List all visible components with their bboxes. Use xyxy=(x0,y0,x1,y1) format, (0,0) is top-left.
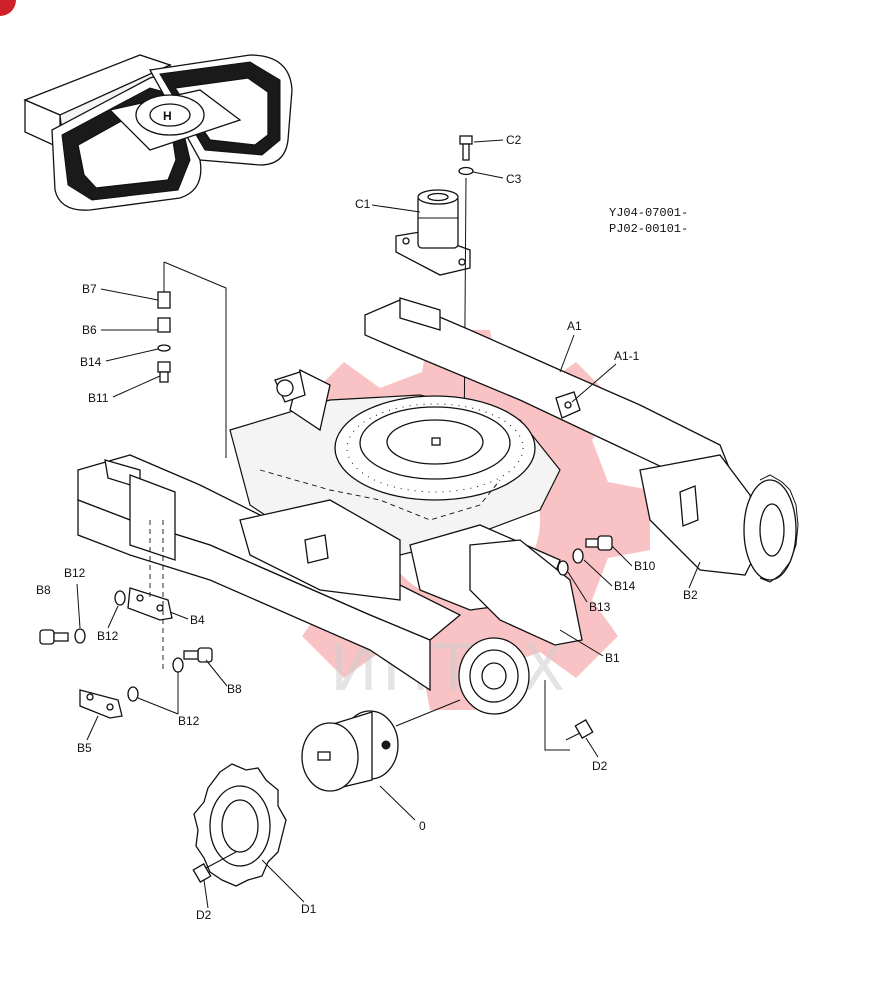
final-drive-housing xyxy=(458,637,530,715)
label-a1-1: A1-1 xyxy=(614,349,640,363)
label-d1: D1 xyxy=(301,902,317,916)
bolt-b8-mid xyxy=(183,647,213,663)
label-b7: B7 xyxy=(82,282,97,296)
cover-b1 xyxy=(469,539,583,646)
swivel-joint xyxy=(395,189,471,276)
bracket-a1-1 xyxy=(555,391,581,419)
upper-hardware-stack xyxy=(157,291,171,383)
small-bracket xyxy=(304,534,329,564)
washer-b13 xyxy=(557,560,569,576)
label-b5: B5 xyxy=(77,741,92,755)
washer-b12-mid xyxy=(114,590,126,606)
bolt-b8-left xyxy=(39,629,69,645)
label-b14-right: B14 xyxy=(614,579,636,593)
corner-badge xyxy=(0,0,16,16)
label-b14-top: B14 xyxy=(80,355,102,369)
serial-number-2: PJ02-00101- xyxy=(609,222,688,236)
label-b8-mid: B8 xyxy=(227,682,242,696)
serial-number-1: YJ04-07001- xyxy=(609,206,688,220)
washer-b12-bottom-b xyxy=(172,657,184,673)
travel-motor xyxy=(301,710,399,792)
label-b2: B2 xyxy=(683,588,698,602)
label-motor: 0 xyxy=(419,819,426,833)
label-b11: B11 xyxy=(88,391,109,405)
undercarriage-overview: H xyxy=(23,54,293,211)
washer-b14-right xyxy=(572,548,584,564)
label-b12-left: B12 xyxy=(64,566,86,580)
plate-b5 xyxy=(79,689,123,719)
idler-sprocket xyxy=(743,474,799,583)
washer-b12-bottom-a xyxy=(127,686,139,702)
label-b1: B1 xyxy=(605,651,620,665)
label-d2-right: D2 xyxy=(592,759,608,773)
idler-guard xyxy=(639,454,761,576)
label-b13: B13 xyxy=(589,600,611,614)
bolt-d2-bottom xyxy=(192,851,237,883)
label-c1: C1 xyxy=(355,197,371,211)
bolt-c2 xyxy=(459,135,473,161)
label-d2-bottom: D2 xyxy=(196,908,212,922)
label-b12-bottom: B12 xyxy=(178,714,200,728)
washer-b12-left xyxy=(74,628,86,644)
label-b8-left: B8 xyxy=(36,583,51,597)
svg-text:H: H xyxy=(163,109,172,123)
plate-b4 xyxy=(127,587,173,621)
label-b4: B4 xyxy=(190,613,205,627)
label-b6: B6 xyxy=(82,323,97,337)
label-a1: A1 xyxy=(567,319,582,333)
bolt-d2-right xyxy=(565,719,594,741)
leader-lines xyxy=(76,139,701,909)
label-c3: C3 xyxy=(506,172,522,186)
dashed-leader-top xyxy=(163,261,227,458)
label-b12-mid: B12 xyxy=(97,629,119,643)
drive-sprocket xyxy=(193,763,287,887)
bolt-b10 xyxy=(585,535,613,551)
washer-c3 xyxy=(458,166,474,176)
swing-bearing xyxy=(334,395,536,501)
label-b10: B10 xyxy=(634,559,656,573)
label-c2: C2 xyxy=(506,133,522,147)
